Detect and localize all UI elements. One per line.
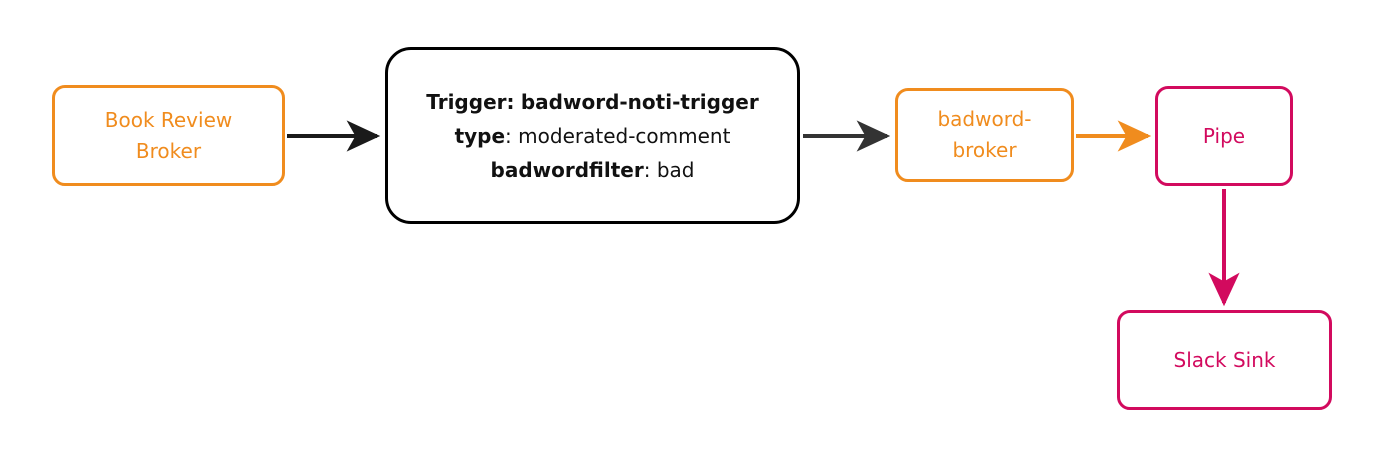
node-pipe[interactable]: Pipe [1155,86,1293,186]
node-slack-sink[interactable]: Slack Sink [1117,310,1332,410]
node-book-review-broker[interactable]: Book Review Broker [52,85,285,186]
node-trigger[interactable]: Trigger: badword-noti-trigger type: mode… [385,47,800,224]
trigger-type-separator: : [505,123,519,148]
node-book-review-broker-label: Book Review Broker [104,107,233,163]
trigger-name-value: badword-noti-trigger [520,89,759,114]
trigger-line-type: type: moderated-comment [455,119,731,153]
node-pipe-label: Pipe [1202,123,1246,148]
trigger-type-value: moderated-comment [518,123,731,148]
trigger-badwordfilter-value: bad [656,157,695,182]
node-badword-broker-label: badword- broker [937,107,1032,162]
node-badword-broker[interactable]: badword- broker [895,88,1074,182]
trigger-badwordfilter-label: badwordfilter [490,157,644,182]
trigger-name-label: Trigger: [426,89,515,114]
trigger-badwordfilter-separator: : [643,157,657,182]
node-slack-sink-label: Slack Sink [1173,347,1276,372]
trigger-type-label: type [454,123,506,148]
trigger-line-badwordfilter: badwordfilter: bad [491,153,695,187]
trigger-line-name: Trigger: badword-noti-trigger [426,85,758,119]
